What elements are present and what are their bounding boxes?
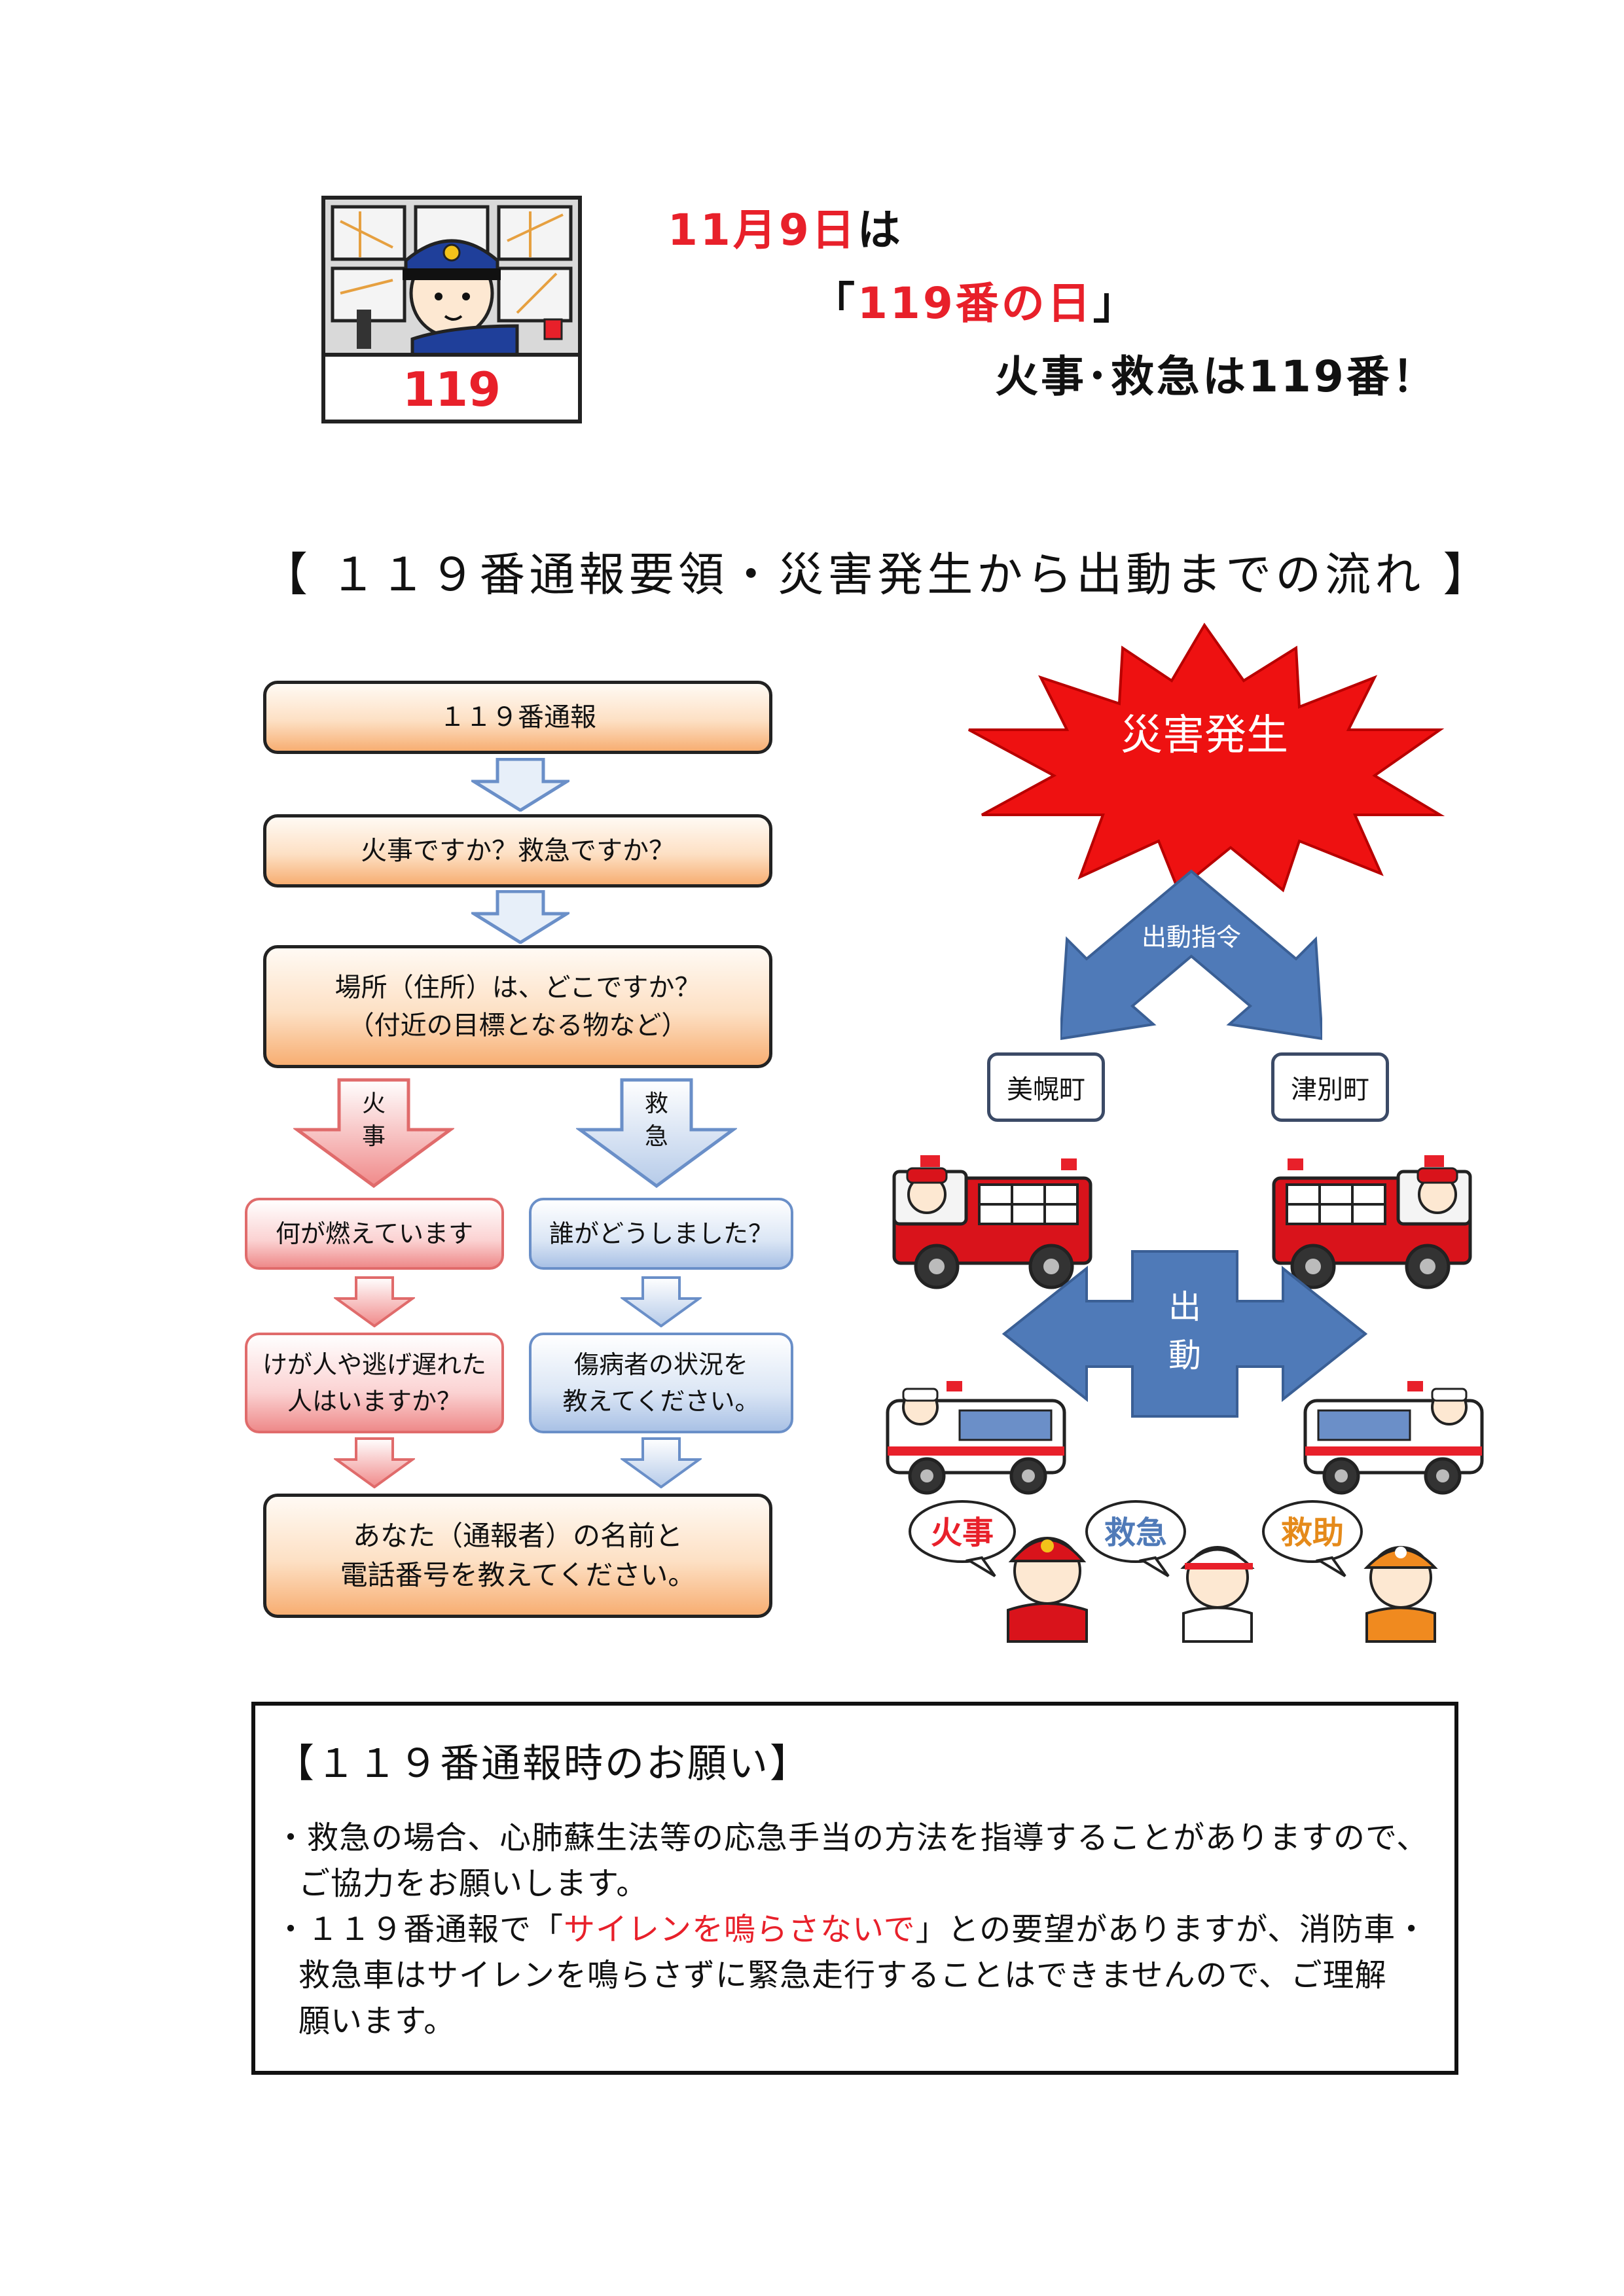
fire-down-arrow-icon: [334, 1437, 415, 1488]
step-call-119: １１９番通報: [263, 681, 772, 754]
disaster-starburst-icon: 災害発生: [968, 622, 1445, 893]
header-line-3: 火事･救急は119番！: [995, 351, 1438, 402]
ambulance-left-icon: [886, 1381, 1066, 1495]
fire-label: 火 事: [361, 1090, 386, 1150]
section-title: 【 １１９番通報要領・災害発生から出動までの流れ 】: [262, 548, 1493, 601]
ems-down-arrow-icon: [621, 1437, 702, 1488]
notes-line-4: 救急車はサイレンを鳴らさずに緊急走行することはできませんので、ご理解: [298, 1957, 1387, 1994]
fire-down-arrow-icon: [334, 1276, 415, 1327]
ems-down-arrow-icon: [621, 1276, 702, 1327]
fire-branch-arrow-icon: [293, 1078, 454, 1189]
firefighters-group-icon: 火事 救急 救助: [909, 1500, 1438, 1643]
down-arrow-icon: [471, 758, 569, 812]
bubble-rescue-text: 救助: [1281, 1515, 1344, 1551]
fire-truck-left-icon: [892, 1155, 1092, 1289]
down-arrow-icon: [471, 890, 569, 944]
notes-line-3-pre: ・１１９番通報で「: [275, 1911, 564, 1948]
dispatcher-illustration: 119: [321, 196, 582, 423]
notes-line-2: ご協力をお願いします。: [298, 1865, 649, 1902]
notes-siren-request: サイレンを鳴らさないで: [564, 1911, 916, 1948]
fire-truck-right-icon: [1272, 1155, 1472, 1289]
disaster-text: 災害発生: [1121, 711, 1288, 760]
ems-question-who: 誰がどうしました？: [529, 1198, 793, 1270]
bubble-ems-text: 救急: [1104, 1515, 1167, 1551]
bracket-open: 「: [812, 278, 857, 329]
dispatch-order-text: 出動指令: [1142, 923, 1241, 952]
day-name-text: 119番の日: [857, 278, 1093, 329]
bracket-close: 」: [1092, 278, 1139, 329]
bubble-fire-text: 火事: [931, 1515, 994, 1551]
dispatch-arrow-icon: [1001, 1250, 1368, 1418]
dispatch-text: 出 動: [1168, 1288, 1201, 1374]
dispatch-order-arrow-icon: 出動指令: [1060, 869, 1322, 1041]
notes-line-3-post: 」との要望がありますが、消防車・: [915, 1911, 1428, 1948]
ambulance-right-icon: [1303, 1381, 1484, 1495]
step-location: 場所（住所）は、どこですか？ （付近の目標となる物など）: [263, 945, 772, 1068]
ems-branch-arrow-icon: [576, 1078, 737, 1189]
header-line-2: 「119番の日」: [812, 268, 1139, 331]
notes-line-5: 願います。: [298, 2003, 456, 2039]
date-suffix: は: [857, 205, 903, 255]
town-tsubetsu: 津別町: [1271, 1052, 1389, 1122]
notes-title: 【１１９番通報時のお願い】: [275, 1741, 811, 1787]
ems-question-condition: 傷病者の状況を 教えてください。: [529, 1333, 793, 1433]
fire-question-burning: 何が燃えています: [245, 1198, 504, 1270]
desk-number: 119: [403, 362, 501, 417]
notes-box: 【１１９番通報時のお願い】 ・救急の場合、心肺蘇生法等の応急手当の方法を指導する…: [251, 1702, 1458, 2075]
header-line-1: 11月9日は: [668, 195, 903, 258]
notes-line-3: ・１１９番通報で「サイレンを鳴らさないで」との要望がありますが、消防車・: [275, 1903, 1428, 1949]
ems-label: 救 急: [644, 1090, 668, 1150]
date-text: 11月9日: [668, 205, 857, 255]
step-caller-info: あなた（通報者）の名前と 電話番号を教えてください。: [263, 1494, 772, 1618]
step-fire-or-ems: 火事ですか？救急ですか？: [263, 814, 772, 888]
notes-line-1: ・救急の場合、心肺蘇生法等の応急手当の方法を指導することがありますので、: [275, 1820, 1429, 1856]
town-bihoro: 美幌町: [987, 1052, 1105, 1122]
fire-question-injured: けが人や逃げ遅れた 人はいますか？: [245, 1333, 504, 1433]
